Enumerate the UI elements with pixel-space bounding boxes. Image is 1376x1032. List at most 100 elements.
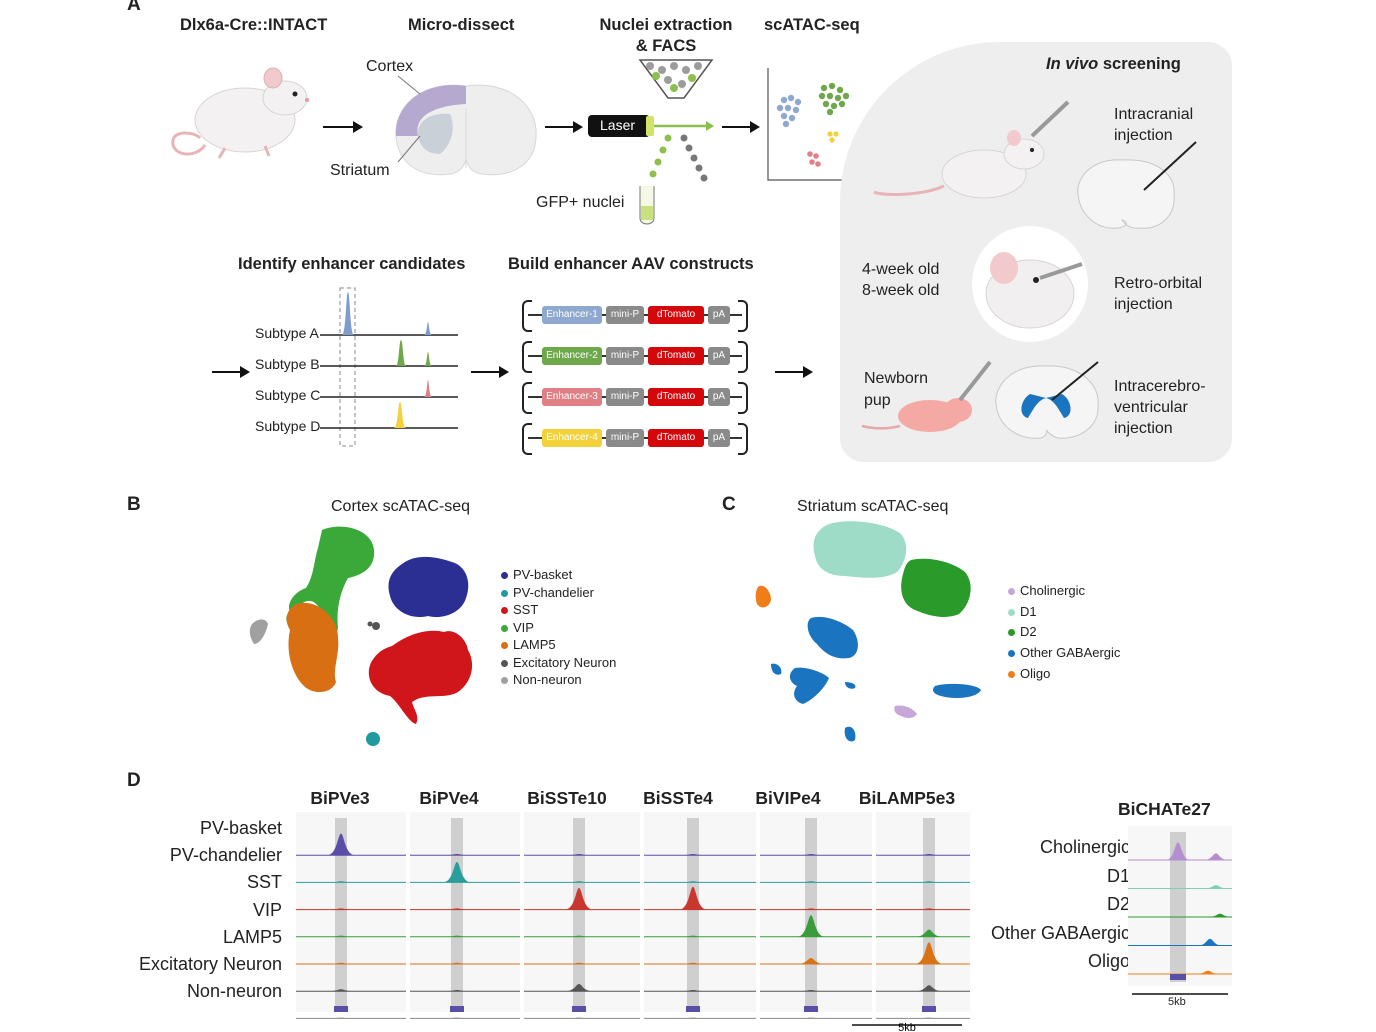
itr-right — [738, 341, 748, 373]
legend-label: Oligo — [1020, 665, 1051, 681]
subtype-c-label: Subtype C — [255, 387, 321, 403]
dtomato-box: dTomato — [648, 347, 704, 365]
accessibility-peak — [327, 989, 355, 992]
arrow-a5 — [471, 366, 509, 378]
mouse-illustration — [171, 67, 309, 159]
accessibility-peak — [565, 962, 593, 964]
enhancer-region-bar — [334, 1006, 348, 1012]
itr-left — [522, 382, 532, 414]
legend-item: D2 — [1008, 624, 1037, 639]
oligo-cluster — [755, 585, 771, 608]
accessibility-peak — [443, 908, 471, 910]
enhancer-highlight — [573, 818, 585, 1008]
legend-item: SST — [501, 602, 538, 617]
striatum-scale-label: 5kb — [1168, 996, 1186, 1008]
minip-box: mini-P — [606, 388, 644, 406]
legend-item: D1 — [1008, 604, 1037, 619]
scatac-title: scATAC-seq — [764, 16, 860, 34]
icv-label-1: Intracerebro- — [1114, 378, 1206, 395]
newborn-pup-illustration — [861, 360, 992, 432]
legend-item: PV-chandelier — [501, 585, 594, 600]
accessibility-peak — [915, 1017, 943, 1019]
dissect-title: Micro-dissect — [408, 16, 515, 34]
pa-box: pA — [708, 347, 730, 365]
enhancer-highlight — [687, 818, 699, 1008]
enhancer-region-bar — [572, 1006, 586, 1012]
intracranial-label-1: Intracranial — [1114, 106, 1194, 123]
striatum-track-name: Other GABAergic — [990, 922, 1130, 943]
cortex-umap-plot — [249, 526, 473, 746]
arrow-a6 — [775, 366, 813, 378]
legend-swatch — [501, 642, 508, 650]
brain-icv-illustration — [995, 361, 1099, 439]
legend-label: Excitatory Neuron — [513, 654, 617, 670]
accessibility-peak — [443, 935, 471, 937]
legend-item: PV-basket — [501, 567, 572, 582]
enhancer-highlight — [335, 818, 347, 1008]
striatum-peak — [1166, 842, 1190, 860]
enhancer-name: BiPVe3 — [310, 788, 370, 808]
itr-left — [522, 300, 532, 332]
accessibility-peak — [565, 1017, 593, 1019]
itr-right — [738, 423, 748, 455]
enhancer-highlight — [805, 818, 817, 1008]
striatum-track-name: Cholinergic — [1039, 837, 1130, 857]
subtype-d-label: Subtype D — [255, 418, 321, 434]
accessibility-peak — [565, 881, 593, 883]
enhancer-region-bar — [450, 1006, 464, 1012]
track-name: Non-neuron — [186, 981, 282, 1002]
subtype-a-label: Subtype A — [255, 325, 319, 341]
gfp-nuclei-label: GFP+ nuclei — [536, 194, 625, 211]
panel-a-letter: A — [127, 0, 141, 15]
accessibility-peak — [915, 854, 943, 856]
newborn-label-2: pup — [864, 392, 891, 409]
legend-swatch — [501, 677, 508, 685]
cortex-accessibility-tracks: 5kb — [296, 812, 970, 1032]
striatum-peak — [1204, 853, 1228, 860]
accessibility-peak — [797, 990, 825, 992]
minip-box: mini-P — [606, 347, 644, 365]
pv-basket-cluster — [388, 556, 469, 618]
accessibility-peak — [915, 942, 943, 964]
striatum-highlight — [1170, 832, 1186, 982]
scatac-cluster-plot — [767, 68, 854, 181]
accessibility-peak — [679, 962, 707, 964]
panel-d-letter: D — [127, 770, 141, 791]
facs-illustration — [588, 59, 714, 225]
invivo-title-rest: screening — [1098, 55, 1181, 73]
enhancer-box: Enhancer-2 — [542, 347, 602, 365]
striatum-peak — [1198, 938, 1222, 946]
accessibility-peak — [679, 1017, 707, 1019]
enhancer-box: Enhancer-4 — [542, 429, 602, 447]
accessibility-peak — [797, 958, 825, 964]
accessibility-peak — [565, 984, 593, 992]
nuclei-title-line2: & FACS — [635, 37, 697, 55]
enhancer-region-bar — [922, 1006, 936, 1012]
legend-item: Cholinergic — [1008, 583, 1085, 598]
minip-box: mini-P — [606, 306, 644, 324]
other-gabaergic-clusters — [771, 616, 981, 742]
enhancer-name: BiSSTe10 — [527, 788, 607, 808]
enhancer-highlight — [451, 818, 463, 1008]
track-name: VIP — [252, 899, 282, 920]
enhancer-name: BiSSTe4 — [643, 788, 713, 808]
accessibility-peak — [915, 881, 943, 883]
accessibility-peak — [565, 854, 593, 856]
panel-c-letter: C — [722, 494, 736, 515]
track-column-bg — [410, 812, 520, 1012]
panel-b-letter: B — [127, 494, 141, 515]
legend-item: Oligo — [1008, 666, 1050, 681]
accessibility-peak — [327, 962, 355, 964]
striatum-accessibility-tracks — [1128, 826, 1232, 995]
pa-box: pA — [708, 429, 730, 447]
legend-label: Cholinergic — [1020, 583, 1086, 598]
striatum-peak — [1204, 885, 1228, 889]
legend-item: VIP — [501, 620, 534, 635]
legend-swatch — [1008, 670, 1015, 678]
enhancer-region-bar — [804, 1006, 818, 1012]
accessibility-peak — [443, 862, 471, 883]
legend-item: Excitatory Neuron — [501, 655, 616, 670]
newborn-label-1: Newborn — [864, 370, 929, 387]
accessibility-peak — [679, 881, 707, 883]
accessibility-peak — [327, 881, 355, 883]
